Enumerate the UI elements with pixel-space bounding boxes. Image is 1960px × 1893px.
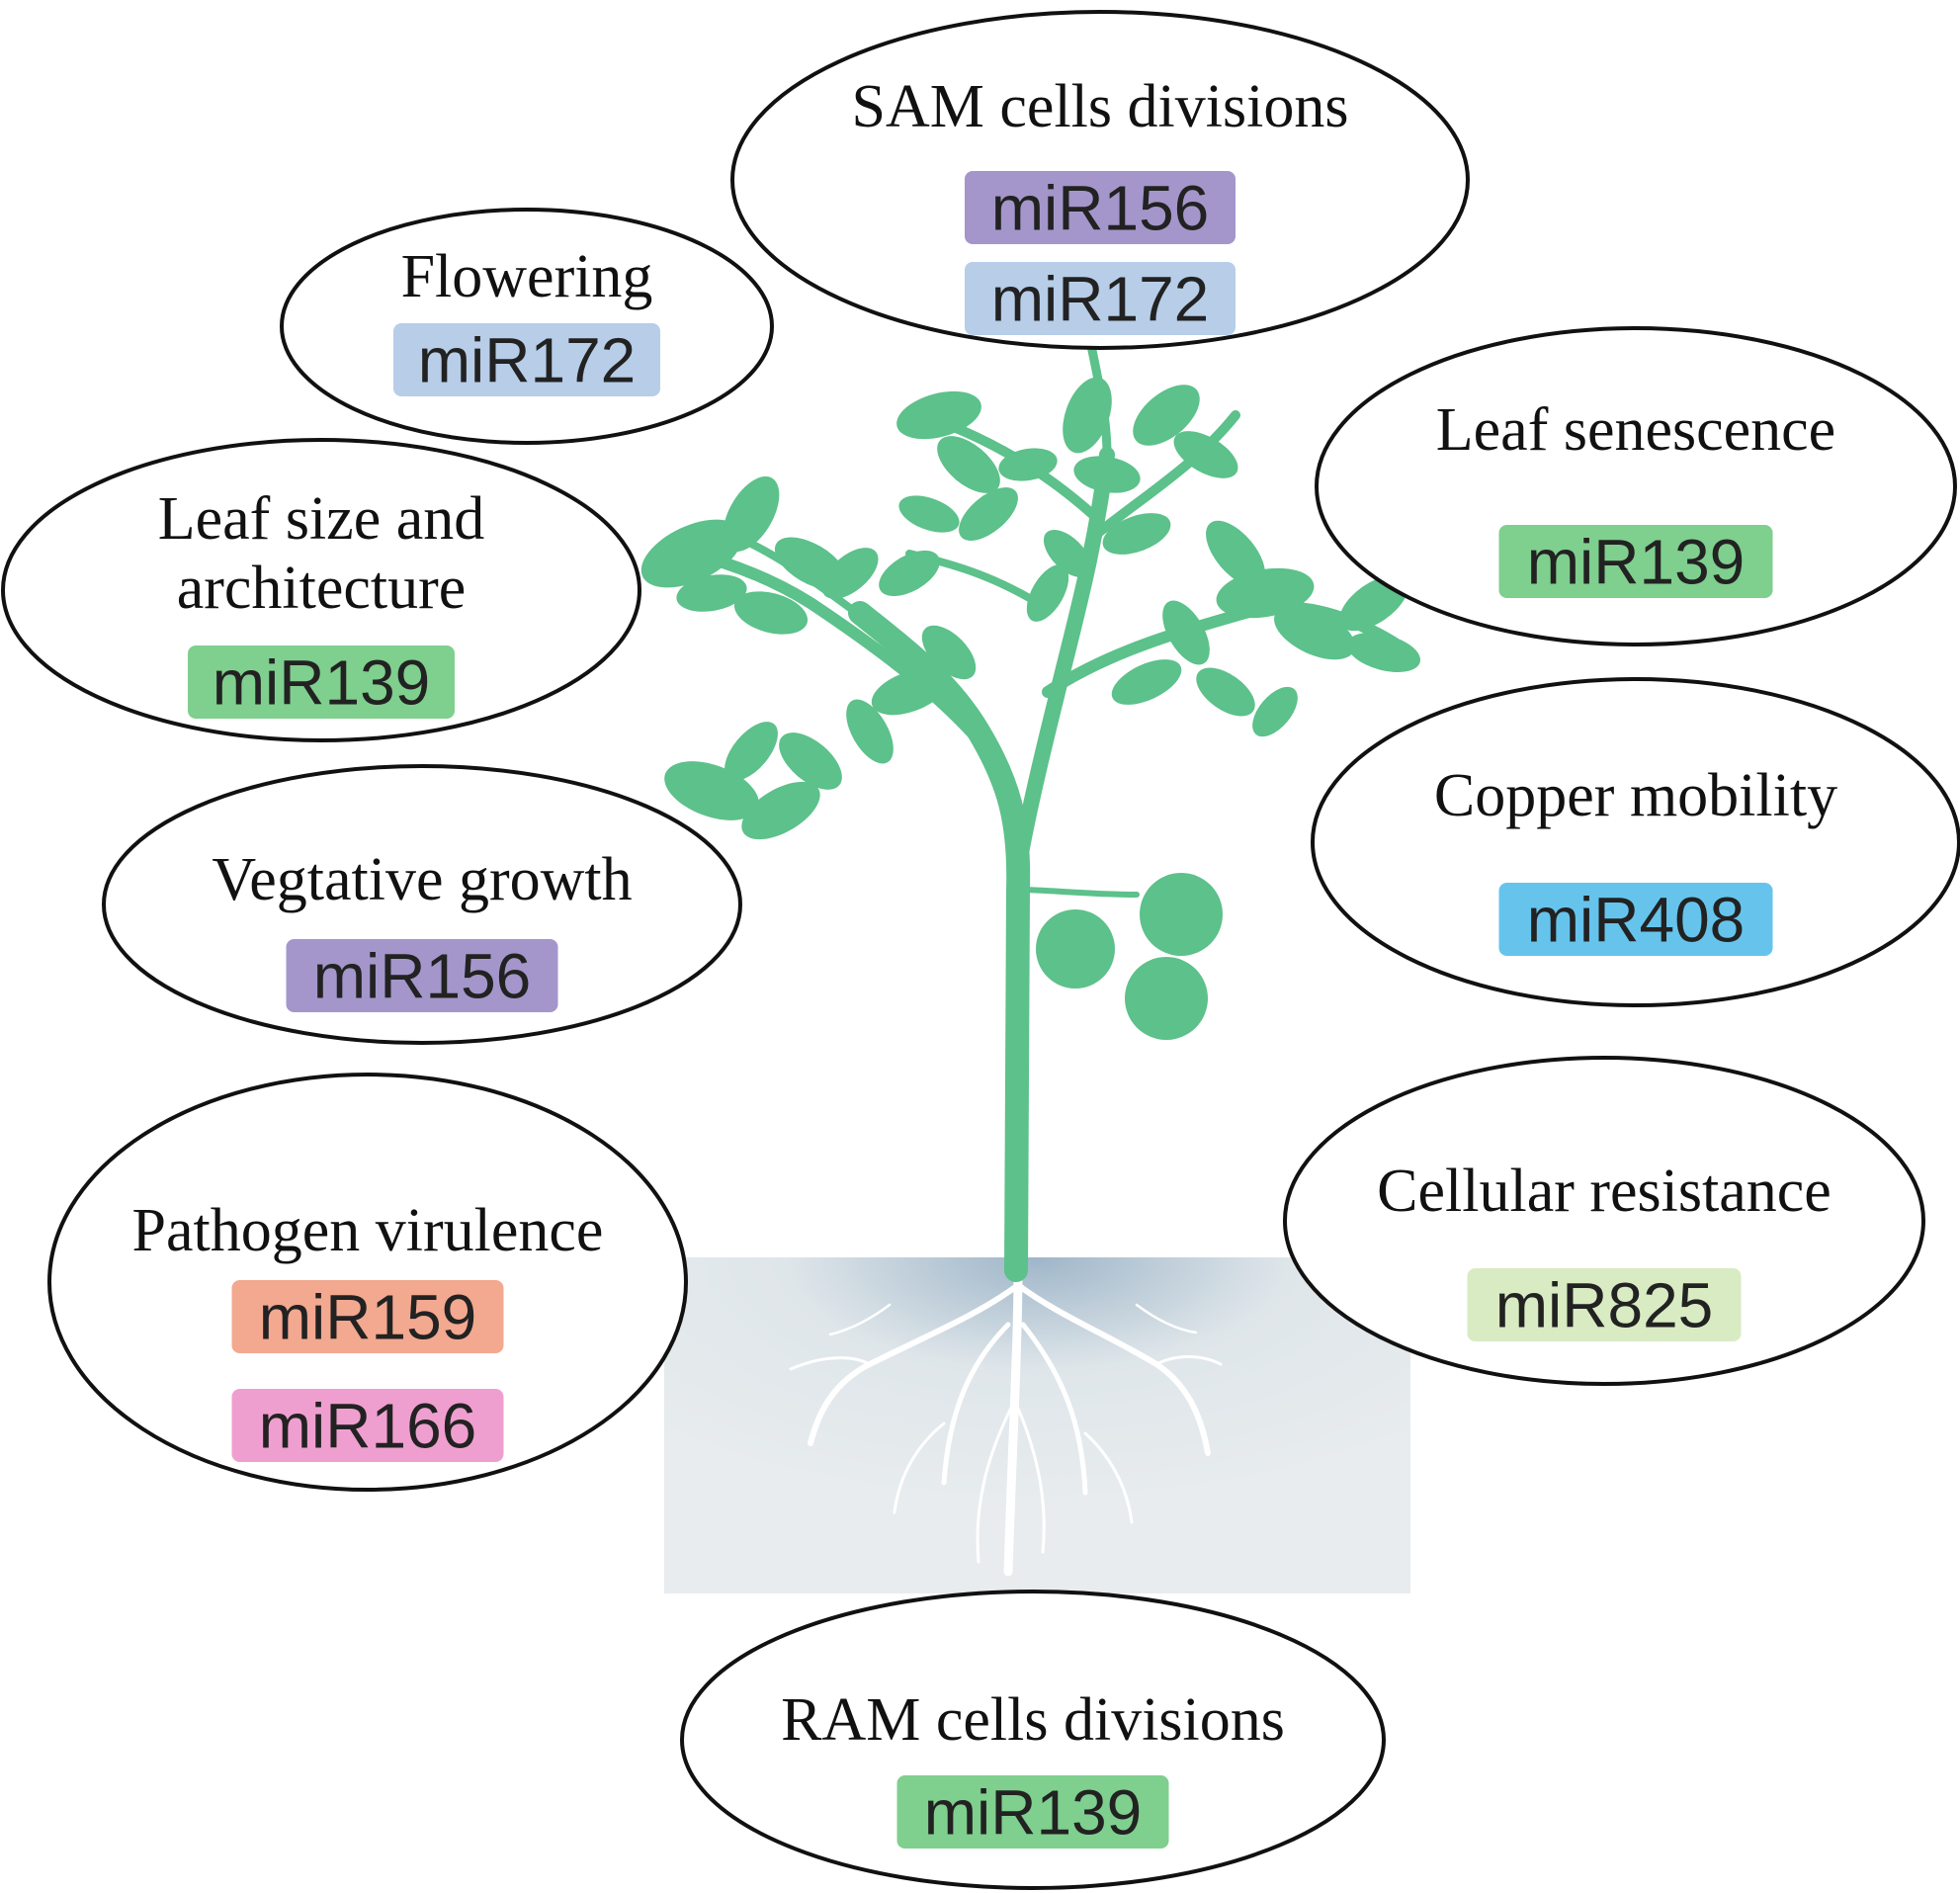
bubble-senescence: Leaf senescence miR139 [1315, 326, 1957, 646]
bubble-outline [1, 438, 641, 742]
bubble-title: Leaf senescence [1436, 396, 1835, 464]
roots-illustration [789, 1260, 1223, 1577]
mirna-tag-background [393, 323, 660, 396]
mirna-tag-background [188, 645, 455, 719]
bubble-title: Leaf size and [158, 485, 484, 553]
bubble-title: SAM cells divisions [852, 73, 1349, 140]
mirna-tag-background [231, 1280, 504, 1353]
mirna-tag-label: miR156 [313, 940, 532, 1011]
bubble-title: architecture [177, 555, 467, 622]
mirna-tag-background [1467, 1268, 1742, 1341]
mirna-tag-background [1498, 525, 1773, 598]
mirna-tag-label: miR156 [991, 172, 1210, 243]
bubble-sam: SAM cells divisions miR156 miR172 [730, 10, 1470, 350]
bubble-ram: RAM cells divisions miR139 [680, 1590, 1386, 1890]
mirna-tag-label: miR172 [991, 263, 1210, 334]
mirna-tag-background [231, 1389, 504, 1462]
mirna-tag-label: miR139 [1527, 526, 1746, 597]
bubble-outline [1311, 677, 1960, 1007]
bubble-pathogen: Pathogen virulence miR159 miR166 [47, 1073, 688, 1492]
bubble-vegetative: Vegtative growth miR156 [102, 764, 742, 1045]
bubble-outline [1315, 326, 1957, 646]
bubble-outline [102, 764, 742, 1045]
mirna-tag-label: miR159 [259, 1281, 477, 1352]
bubble-outline [1283, 1056, 1925, 1386]
mirna-tag-label: miR139 [924, 1776, 1143, 1848]
bubble-outline [680, 1590, 1386, 1890]
bubble-title: Pathogen virulence [132, 1197, 604, 1264]
tomato-plant-illustration [640, 321, 1420, 1282]
mirna-tag-background [965, 262, 1236, 335]
bubble-title: Flowering [401, 243, 653, 310]
mirna-tag-background [286, 939, 558, 1012]
bubble-title: Copper mobility [1434, 762, 1837, 829]
mirna-tag-label: miR139 [213, 646, 431, 718]
bubble-title: Cellular resistance [1377, 1158, 1832, 1225]
mirna-tag-background [965, 171, 1236, 244]
mirna-tag-background [896, 1775, 1169, 1849]
mirna-tag-label: miR825 [1495, 1269, 1714, 1340]
bubble-cellular: Cellular resistance miR825 [1283, 1056, 1925, 1386]
bubble-copper: Copper mobility miR408 [1311, 677, 1960, 1007]
mirna-tag-label: miR172 [418, 324, 637, 395]
mirna-tag-label: miR166 [259, 1390, 477, 1461]
bubbles-layer: SAM cells divisionsmiR156miR172Flowering… [1, 10, 1960, 1890]
bubble-title: RAM cells divisions [781, 1686, 1285, 1754]
soil-block [664, 1257, 1410, 1593]
mirna-tag-label: miR408 [1527, 884, 1746, 955]
bubble-flowering: Flowering miR172 [280, 208, 774, 445]
bubble-title: Vegtative growth [212, 846, 632, 913]
mirna-tag-background [1498, 883, 1773, 956]
